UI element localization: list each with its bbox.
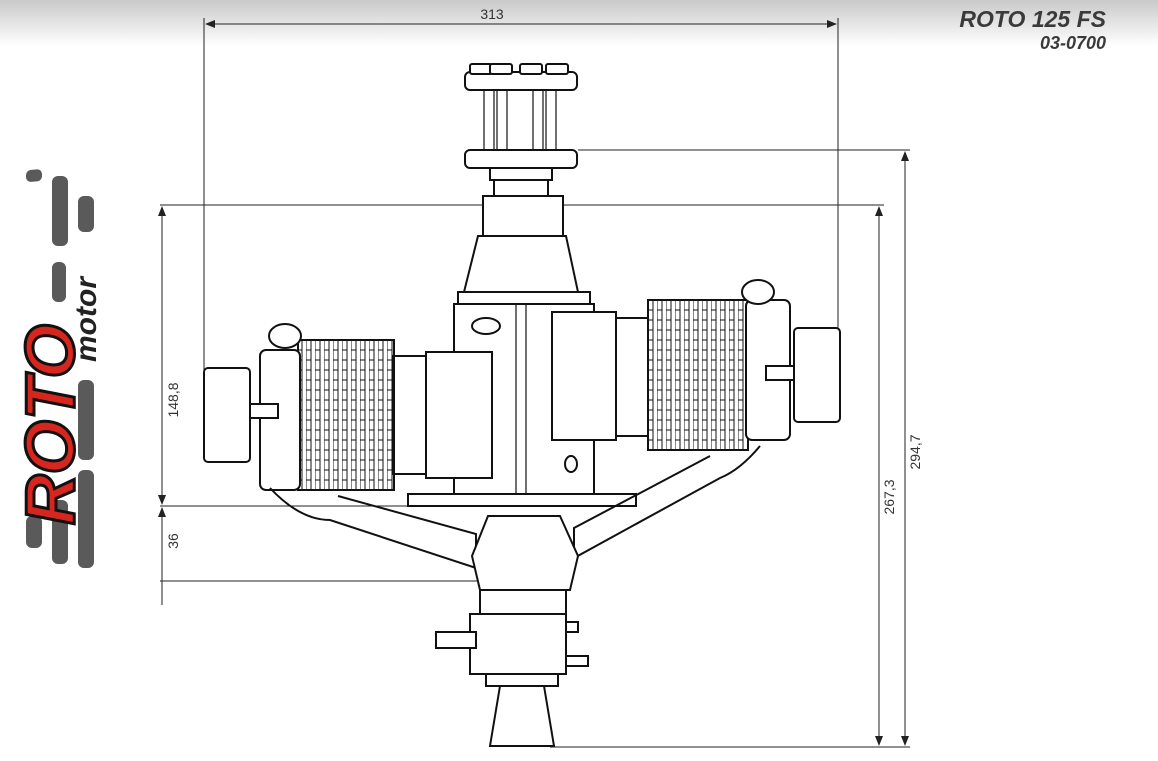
dimension-width: 313 xyxy=(203,6,839,370)
left-cylinder xyxy=(203,323,427,491)
prop-hub xyxy=(464,63,578,237)
dim-height-offset-label: 36 xyxy=(165,533,181,549)
right-cylinder xyxy=(615,279,841,451)
logo-motor-text: motor xyxy=(70,275,103,362)
dim-height-axis-label: 148,8 xyxy=(165,382,181,417)
dim-height-total-label: 294,7 xyxy=(907,434,923,469)
roto-motor-logo: ROTO motor xyxy=(10,169,103,568)
crankcase-nose xyxy=(462,235,580,293)
right-manifold xyxy=(573,445,761,560)
intake-collector xyxy=(470,515,580,591)
logo-sub: motor xyxy=(70,275,103,362)
title-block: ROTO 125 FS 03-0700 xyxy=(959,6,1106,54)
engine-outline xyxy=(203,63,841,747)
right-valve-cover xyxy=(551,311,617,441)
air-intake xyxy=(488,685,556,747)
left-manifold xyxy=(269,487,477,570)
carburetor xyxy=(435,589,589,747)
dimension-height-total: 294,7 xyxy=(550,149,923,748)
model-name: ROTO 125 FS xyxy=(959,6,1106,32)
logo-roto-text: ROTO xyxy=(10,323,91,527)
dim-width-label: 313 xyxy=(480,6,504,22)
dim-height-mount-label: 267,3 xyxy=(881,479,897,514)
dimension-height-offset: 36 xyxy=(158,507,480,605)
crankcase-flange xyxy=(457,291,591,305)
left-valve-cover xyxy=(425,351,493,479)
logo-stripes xyxy=(26,169,94,568)
mount-plate xyxy=(407,493,637,507)
logo-brand: ROTO xyxy=(11,324,89,525)
model-code: 03-0700 xyxy=(1039,33,1106,53)
